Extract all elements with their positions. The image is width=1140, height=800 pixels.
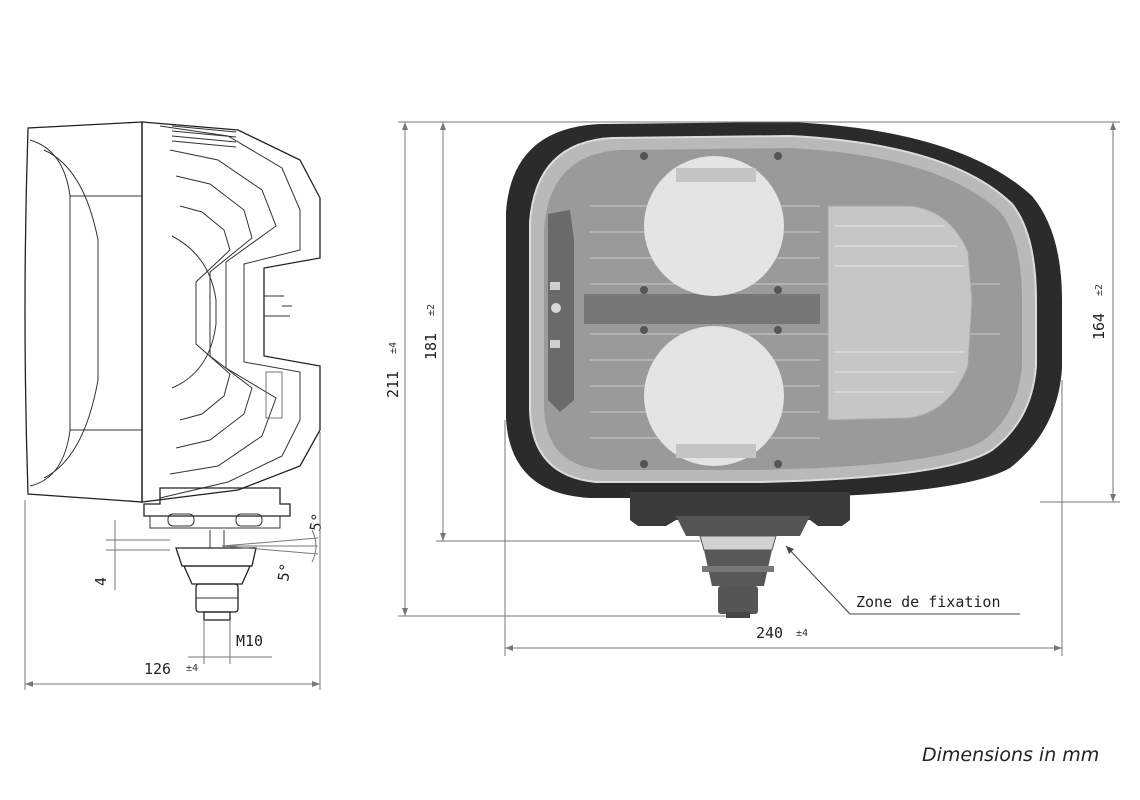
- side-view: [24, 121, 321, 621]
- angle-top-label: 5°: [306, 512, 327, 533]
- lens-height-label: 164: [1090, 313, 1108, 340]
- overall-height-label: 211: [384, 371, 402, 398]
- angle-bottom-label: 5°: [274, 562, 295, 583]
- gap-dimension-label: 4: [92, 577, 110, 586]
- depth-tolerance-label: ±4: [186, 663, 198, 674]
- body-height-tolerance: ±2: [426, 304, 437, 316]
- mount-zone-label: Zone de fixation: [856, 593, 1001, 611]
- units-caption: Dimensions in mm: [922, 744, 1100, 766]
- upper-reflector: [644, 156, 784, 296]
- thread-label: M10: [236, 632, 263, 650]
- light-guide: [827, 205, 973, 421]
- width-dimension-label: 240: [756, 624, 783, 642]
- side-view-dimensions: 4 5° 5° M10 126 ±4: [24, 432, 327, 690]
- front-view-nut: [718, 586, 758, 614]
- side-view-bracket: [143, 487, 291, 517]
- lens-height-tolerance: ±2: [1094, 284, 1105, 296]
- front-view-dimensions: 211 ±4 181 ±2 164 ±2 240 ±4 Zone de fixa…: [384, 121, 1120, 656]
- depth-dimension-label: 126: [144, 660, 171, 678]
- width-tolerance-label: ±4: [796, 628, 808, 639]
- body-height-label: 181: [422, 333, 440, 360]
- overall-height-tolerance: ±4: [388, 342, 399, 354]
- side-view-housing: [141, 121, 321, 503]
- front-view: [506, 122, 1062, 618]
- lower-reflector: [644, 326, 784, 466]
- side-view-lens-bezel: [24, 121, 143, 503]
